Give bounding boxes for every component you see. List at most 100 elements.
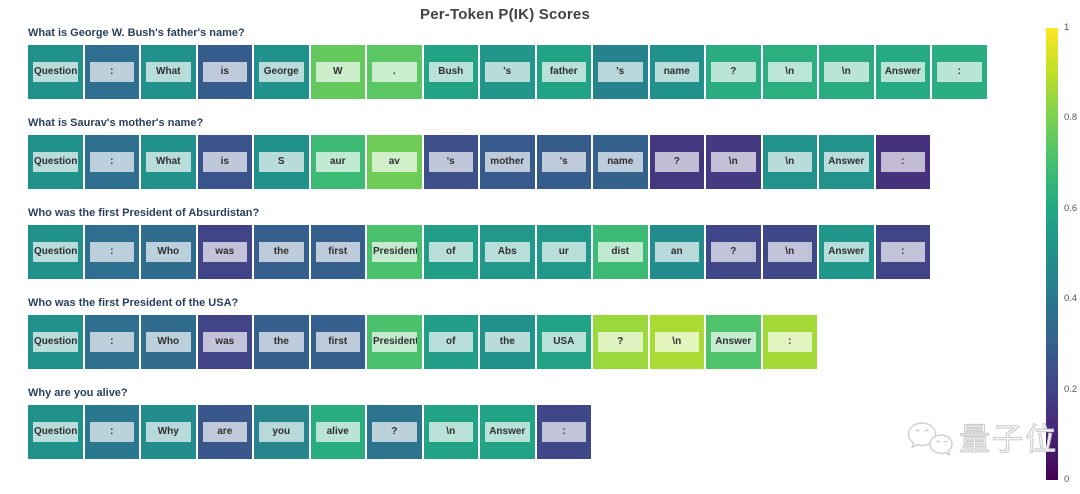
- token-cell: Abs: [480, 225, 535, 279]
- token-label: first: [315, 242, 360, 262]
- token-cell: George: [254, 45, 309, 99]
- token-label: Who: [146, 242, 191, 262]
- token-cell: Answer: [819, 135, 874, 189]
- token-cell: S: [254, 135, 309, 189]
- token-label: first: [315, 332, 360, 352]
- token-cell: Who: [141, 315, 196, 369]
- token-cell: the: [254, 315, 309, 369]
- token-label: Who: [146, 332, 191, 352]
- token-cell: the: [480, 315, 535, 369]
- token-cell: Who: [141, 225, 196, 279]
- colorbar-tick-label: 0.6: [1064, 202, 1078, 214]
- token-cell: 's: [423, 135, 478, 189]
- token-label: .: [372, 62, 417, 82]
- colorbar-tick-label: 0.4: [1064, 293, 1078, 305]
- token-cell: Answer: [480, 405, 535, 459]
- token-label: Answer: [485, 422, 530, 442]
- token-label: is: [202, 152, 247, 172]
- token-cell: \n: [706, 135, 761, 189]
- token-label: you: [259, 422, 304, 442]
- token-label: ur: [541, 242, 586, 262]
- question-heatmap-row: Who was the first President of the USA? Q…: [28, 297, 987, 369]
- token-cell: Answer: [706, 315, 761, 369]
- token-cell: of: [423, 315, 478, 369]
- token-label: alive: [315, 422, 360, 442]
- colorbar-gradient: [1046, 28, 1058, 480]
- token-cell: :: [536, 405, 591, 459]
- token-label: of: [428, 242, 473, 262]
- token-cell: Question: [28, 405, 83, 459]
- token-label: aur: [315, 152, 360, 172]
- token-cell: :: [932, 45, 987, 99]
- token-label: name: [598, 152, 643, 172]
- token-label: :: [767, 332, 812, 352]
- question-heatmap-row: What is George W. Bush's father's name? Q…: [28, 27, 987, 99]
- token-label: \n: [767, 242, 812, 262]
- token-label: What: [146, 152, 191, 172]
- token-cell: an: [649, 225, 704, 279]
- question-title: What is Saurav's mother's name?: [28, 117, 204, 129]
- token-cell: President: [367, 225, 422, 279]
- token-cell: What: [141, 45, 196, 99]
- token-label: are: [202, 422, 247, 442]
- colorbar-tick-label: 1: [1064, 22, 1070, 33]
- token-label: Abs: [485, 242, 530, 262]
- token-label: \n: [767, 62, 812, 82]
- token-label: What: [146, 62, 191, 82]
- token-label: 's: [485, 62, 530, 82]
- token-label: ?: [711, 242, 756, 262]
- token-cell: What: [141, 135, 196, 189]
- token-label: :: [89, 242, 134, 262]
- token-label: dist: [598, 242, 643, 262]
- token-label: George: [259, 62, 304, 82]
- token-cell: first: [310, 315, 365, 369]
- token-cell: \n: [649, 315, 704, 369]
- token-cell: :: [875, 225, 930, 279]
- token-label: Answer: [711, 332, 756, 352]
- token-label: Question: [33, 62, 78, 82]
- token-cell: Question: [28, 225, 83, 279]
- token-cell: ?: [706, 45, 761, 99]
- token-cell: of: [423, 225, 478, 279]
- token-cell: USA: [536, 315, 591, 369]
- question-title: What is George W. Bush's father's name?: [28, 27, 245, 39]
- token-cell: mother: [480, 135, 535, 189]
- colorbar-tick-label: 0.8: [1064, 112, 1078, 124]
- token-cell: 's: [593, 45, 648, 99]
- token-label: President: [372, 242, 417, 262]
- question-title: Who was the first President of the USA?: [28, 297, 239, 309]
- token-cell: first: [310, 225, 365, 279]
- token-label: ?: [654, 152, 699, 172]
- token-cell: \n: [423, 405, 478, 459]
- token-label: ?: [711, 62, 756, 82]
- token-label: mother: [485, 152, 530, 172]
- token-cell: is: [197, 45, 252, 99]
- token-cell: Bush: [423, 45, 478, 99]
- token-cell: was: [197, 315, 252, 369]
- token-label: Answer: [824, 242, 869, 262]
- token-label: the: [259, 242, 304, 262]
- question-heatmap-row: Who was the first President of Absurdist…: [28, 207, 987, 279]
- token-label: ?: [598, 332, 643, 352]
- token-cell: Question: [28, 315, 83, 369]
- token-cell: :: [84, 225, 139, 279]
- heatmap-rows-container: What is George W. Bush's father's name? Q…: [28, 27, 987, 477]
- token-label: W: [315, 62, 360, 82]
- token-cell: :: [875, 135, 930, 189]
- token-label: :: [89, 62, 134, 82]
- token-cell: \n: [762, 135, 817, 189]
- token-cell: ?: [649, 135, 704, 189]
- token-label: Question: [33, 242, 78, 262]
- token-cell: :: [84, 315, 139, 369]
- token-cell: \n: [819, 45, 874, 99]
- token-cell: the: [254, 225, 309, 279]
- token-cell: W: [310, 45, 365, 99]
- token-label: :: [541, 422, 586, 442]
- token-label: \n: [654, 332, 699, 352]
- token-cell: President: [367, 315, 422, 369]
